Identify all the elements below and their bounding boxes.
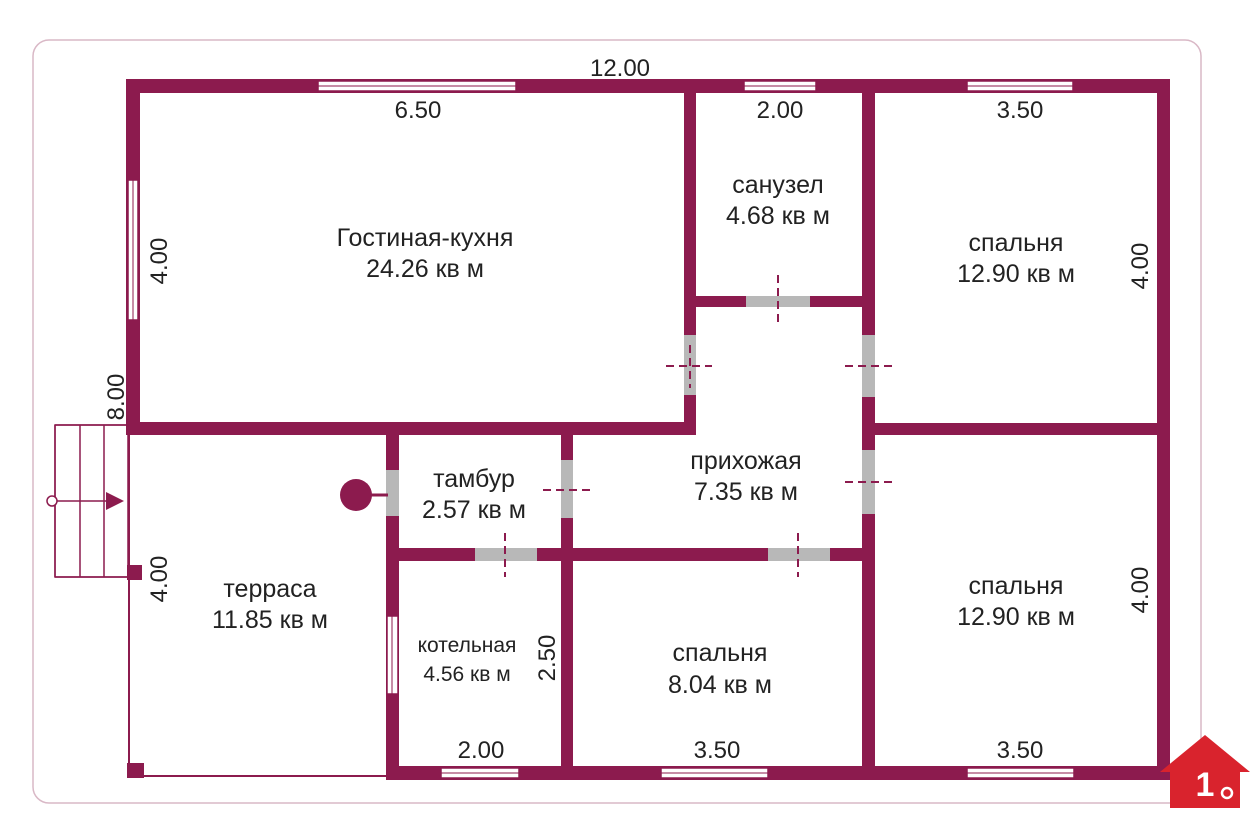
room-terrace-area: 11.85 кв м [212, 606, 328, 634]
door-marks [504, 275, 893, 577]
svg-text:1: 1 [1196, 766, 1215, 804]
dim-living-width: 6.50 [395, 97, 442, 124]
dim-bedroom-bottom-height: 4.00 [1127, 567, 1154, 614]
room-bedroom-top-area: 12.90 кв м [957, 260, 1075, 288]
room-bedroom-small-name: спальня [673, 639, 768, 667]
door-boiler [475, 548, 537, 561]
terrace-outline [127, 435, 388, 778]
door-entrance [386, 470, 399, 516]
room-bath-name: санузел [732, 171, 824, 199]
stairs-icon [46, 424, 129, 578]
room-terrace-name: терраса [223, 575, 316, 603]
room-bedroom-top-name: спальня [969, 229, 1064, 257]
room-labels: Гостиная-кухня 24.26 кв м санузел 4.68 к… [212, 171, 1075, 699]
dim-bedroom-top-height: 4.00 [1127, 243, 1154, 290]
dim-bedroom-top-width: 3.50 [997, 97, 1044, 124]
room-bedroom-bottom-name: спальня [969, 572, 1064, 600]
plan-frame [32, 39, 1202, 804]
door-bedroom-small [768, 548, 830, 561]
dim-living-height: 4.00 [146, 238, 173, 285]
dim-boiler-height: 2.50 [534, 635, 561, 682]
room-living-name: Гостиная-кухня [337, 224, 514, 252]
dim-boiler-width: 2.00 [458, 737, 505, 764]
room-boiler-name: котельная [418, 634, 517, 657]
room-hall-area: 7.35 кв м [694, 478, 798, 506]
room-tambur-area: 2.57 кв м [422, 496, 526, 524]
door-bedroom-bottom [862, 450, 875, 514]
room-living-area: 24.26 кв м [366, 255, 484, 283]
room-hall-name: прихожая [690, 447, 801, 475]
door-tambur-hall [561, 460, 573, 518]
dim-total-height: 8.00 [103, 374, 130, 421]
dim-bedroom-bottom-width: 3.50 [997, 737, 1044, 764]
room-bath-area: 4.68 кв м [726, 202, 830, 230]
door-bedroom-top [862, 335, 875, 397]
dim-bedroom-small-width: 3.50 [694, 737, 741, 764]
window-midlines [132, 85, 1074, 774]
house-key-logo: 1 [1160, 735, 1250, 808]
room-boiler-area: 4.56 кв м [423, 663, 510, 686]
chimney-icon [340, 479, 388, 511]
room-bedroom-bottom-area: 12.90 кв м [957, 603, 1075, 631]
room-bedroom-small-area: 8.04 кв м [668, 671, 772, 699]
room-tambur-name: тамбур [433, 465, 515, 493]
dim-bath-width: 2.00 [757, 97, 804, 124]
dim-total-width: 12.00 [590, 55, 650, 82]
dimensions: 12.00 6.50 2.00 3.50 4.00 8.00 4.00 4.00… [103, 55, 1154, 764]
dim-terrace-height: 4.00 [146, 556, 173, 603]
